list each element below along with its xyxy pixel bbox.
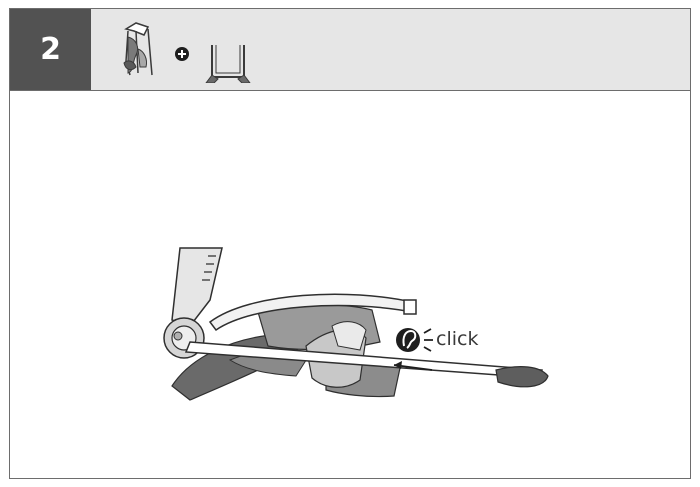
stroller-seat-icon (123, 22, 153, 76)
instruction-panel: 2 (9, 8, 691, 479)
parts-row (123, 22, 251, 83)
ear-sound-icon (396, 328, 433, 352)
u-frame-legs-icon (205, 45, 251, 83)
plus-icon (175, 47, 189, 61)
assembly-illustration (163, 247, 549, 401)
step-header: 2 (10, 9, 690, 91)
step-number: 2 (10, 9, 91, 90)
click-callout-label: click (436, 328, 479, 350)
